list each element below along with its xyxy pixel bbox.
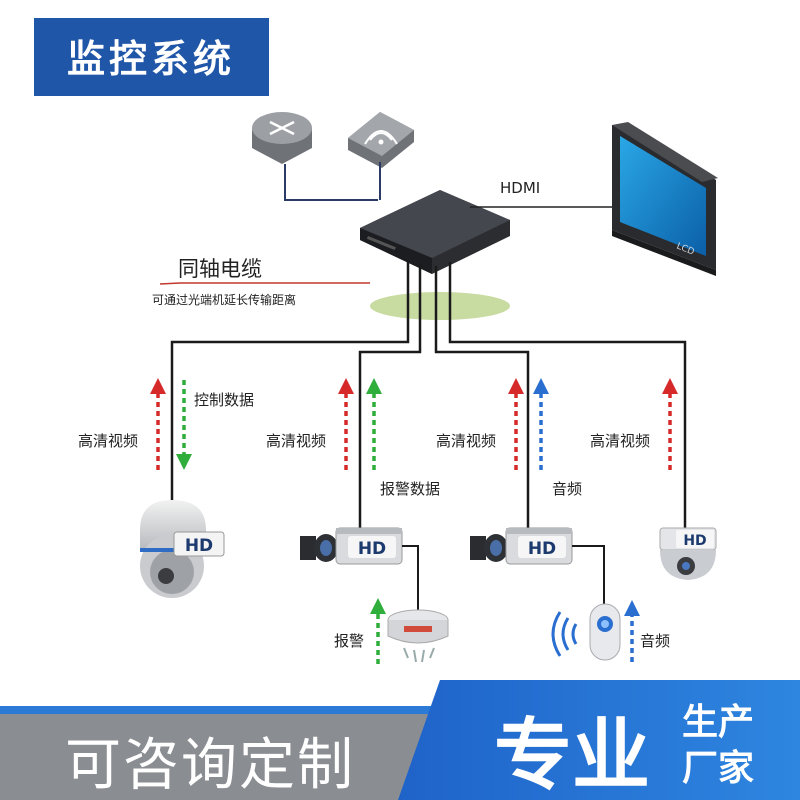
- footer-right-band: [398, 680, 800, 800]
- label-video-1: 高清视频: [78, 432, 138, 450]
- hd-badge-3: HD: [518, 536, 566, 559]
- video-up-arrow-3: [508, 378, 524, 470]
- label-video-3: 高清视频: [436, 432, 496, 450]
- dvr-recorder-icon: [360, 190, 510, 274]
- footer-gray-band: [0, 714, 450, 800]
- label-alarm: 报警: [334, 632, 364, 650]
- hd-badge-4: HD: [676, 530, 714, 549]
- alarm-data-up-arrow: [366, 378, 382, 470]
- network-line: [284, 164, 378, 201]
- hd-badge-2: HD: [348, 536, 396, 559]
- wifi-access-point-icon: [348, 112, 414, 168]
- label-audio-1: 音频: [552, 480, 582, 498]
- cable-subtitle: 可通过光端机延长传输距离: [152, 292, 296, 307]
- label-audio-2: 音频: [640, 632, 670, 650]
- lcd-monitor-icon: LCD: [612, 122, 718, 276]
- microphone-icon: [589, 603, 621, 661]
- audio-cable: [572, 545, 605, 604]
- svg-text:HD: HD: [185, 536, 213, 556]
- control-down-arrow: [176, 380, 192, 470]
- optical-transceiver-oval: [370, 292, 510, 320]
- coax-cables: [170, 260, 687, 528]
- label-control-data: 控制数据: [194, 391, 254, 409]
- video-up-arrow-2: [338, 378, 354, 470]
- svg-text:HD: HD: [528, 539, 556, 559]
- label-video-2: 高清视频: [266, 432, 326, 450]
- svg-text:HD: HD: [683, 533, 706, 549]
- cable-title-underline: [159, 282, 370, 285]
- footer-left-text: 可咨询定制: [65, 733, 355, 798]
- footer-right-small-2: 厂家: [682, 748, 754, 789]
- alarm-cable: [402, 545, 419, 612]
- cable-title: 同轴电缆: [178, 257, 262, 281]
- alarm-up-arrow: [370, 598, 386, 664]
- footer-right-big: 专业: [494, 711, 650, 800]
- header-title: 监控系统: [67, 37, 235, 81]
- smoke-detector-icon: [387, 609, 449, 663]
- svg-text:HD: HD: [358, 539, 386, 559]
- video-up-arrow-1: [150, 378, 166, 470]
- video-up-arrow-4: [662, 378, 678, 470]
- footer: 可咨询定制 专业 生产 厂家: [0, 680, 800, 800]
- footer-right-small-1: 生产: [682, 702, 754, 743]
- hdmi-label: HDMI: [500, 179, 540, 197]
- audio-up-arrow-2: [624, 600, 640, 662]
- router-icon: [252, 112, 312, 164]
- label-video-4: 高清视频: [590, 432, 650, 450]
- audio-up-arrow-1: [533, 378, 549, 470]
- sound-waves-icon: [551, 611, 578, 657]
- label-alarm-data: 报警数据: [380, 480, 440, 498]
- header-box: [34, 18, 269, 96]
- header: 监控系统: [34, 18, 269, 96]
- hd-badge-1: HD: [173, 531, 225, 557]
